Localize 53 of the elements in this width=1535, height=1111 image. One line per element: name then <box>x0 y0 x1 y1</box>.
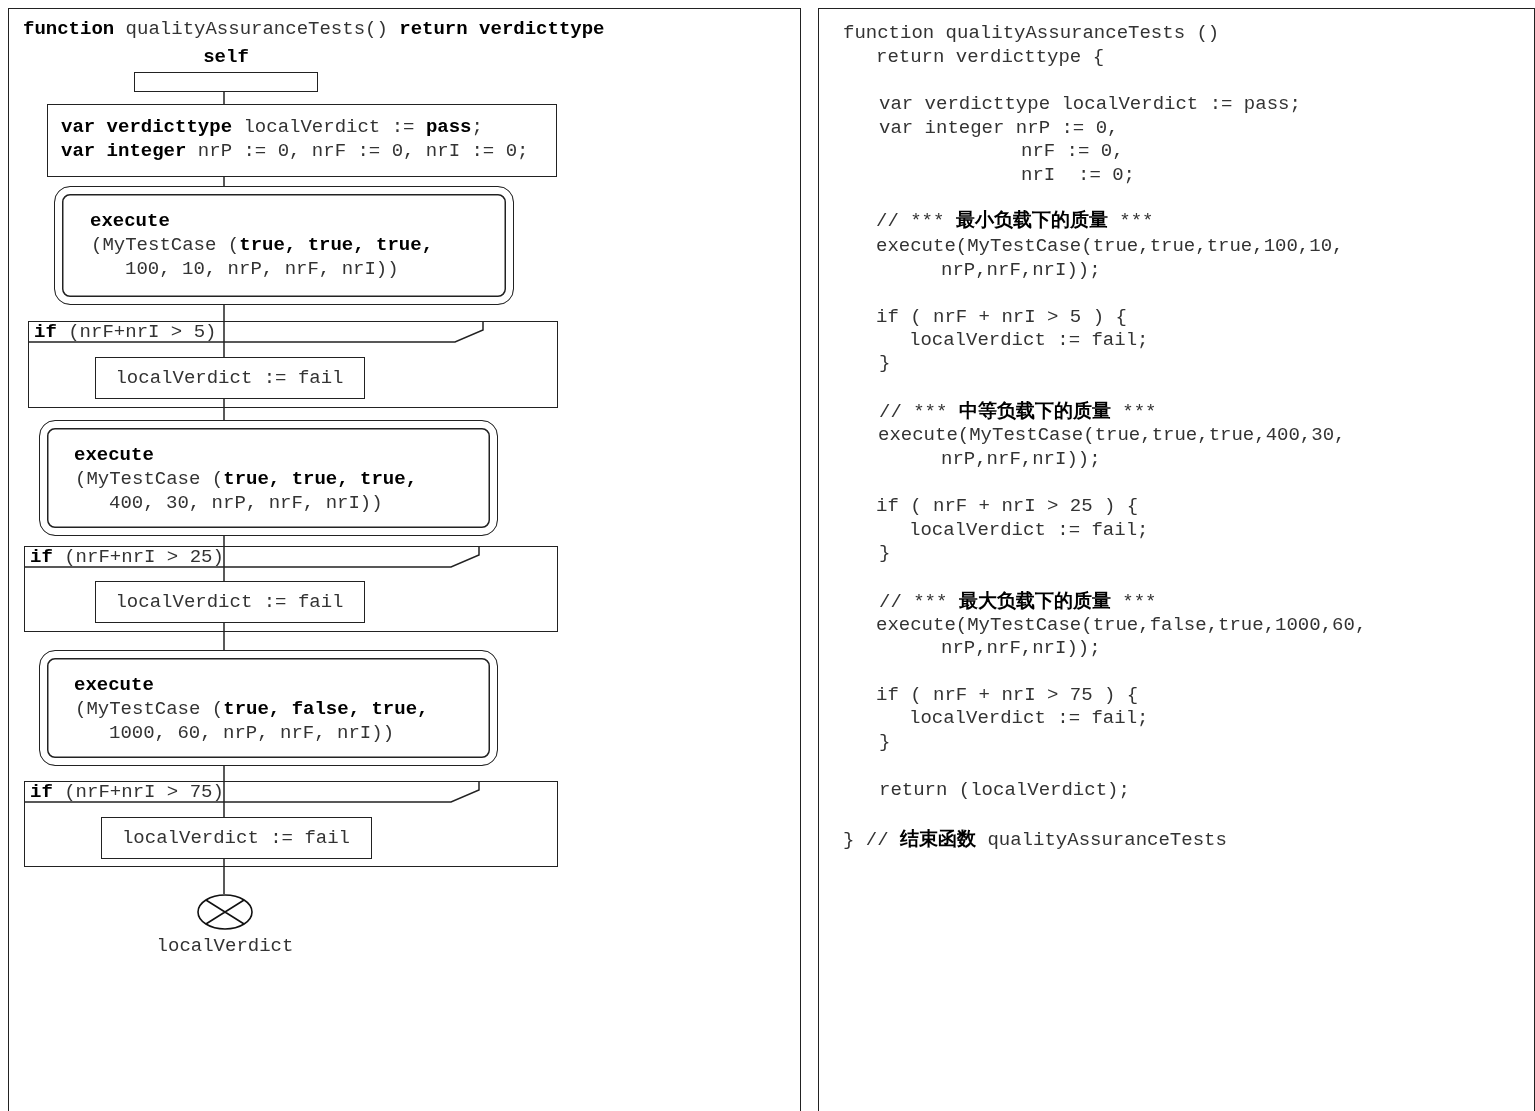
code-line: } <box>879 730 891 754</box>
code-line: // *** 中等负载下的质量 *** <box>879 399 1157 424</box>
code-line: if ( nrF + nrI > 25 ) { <box>876 494 1139 518</box>
connector-line <box>223 398 225 421</box>
connector-line <box>223 176 225 187</box>
stop-label: localVerdict <box>155 934 295 958</box>
condition-label: if (nrF+nrI > 5) <box>34 322 217 342</box>
condition-box <box>24 546 558 632</box>
connector-line <box>223 304 225 358</box>
connector-line <box>223 91 225 105</box>
code-line: nrP,nrF,nrI)); <box>941 447 1101 471</box>
code-panel <box>818 8 1535 1111</box>
code-line: function qualityAssuranceTests () <box>843 21 1220 45</box>
code-line: nrI := 0; <box>1021 163 1136 187</box>
code-line: if ( nrF + nrI > 5 ) { <box>876 305 1127 329</box>
code-line: nrP,nrF,nrI)); <box>941 636 1101 660</box>
frame-heading: function qualityAssuranceTests() return verdicttype <box>23 17 605 41</box>
code-line: execute(MyTestCase(true,true,true,100,10, <box>876 234 1344 258</box>
instance-label: self <box>202 45 250 69</box>
code-line: execute(MyTestCase(true,true,true,400,30, <box>878 423 1346 447</box>
stop-symbol <box>197 894 253 930</box>
connector-line <box>223 765 225 818</box>
action-box: localVerdict := fail <box>95 581 365 623</box>
execute-box: execute (MyTestCase (true, true, true, 400, 30, nrP, nrF, nrI)) <box>39 420 498 536</box>
action-box: localVerdict := fail <box>95 357 365 399</box>
code-line: return verdicttype { <box>876 45 1105 69</box>
condition-label: if (nrF+nrI > 75) <box>30 782 224 802</box>
code-line: localVerdict := fail; <box>909 518 1149 542</box>
code-line: localVerdict := fail; <box>909 328 1149 352</box>
condition-label: if (nrF+nrI > 25) <box>30 547 224 567</box>
code-line: if ( nrF + nrI > 75 ) { <box>876 683 1139 707</box>
condition-box <box>24 781 558 867</box>
declaration-box: var verdicttype localVerdict := pass; var integer nrP := 0, nrF := 0, nrI := 0; <box>47 104 557 177</box>
code-line: nrF := 0, <box>1021 139 1124 163</box>
code-line: // *** 最大负载下的质量 *** <box>879 589 1157 614</box>
code-line: localVerdict := fail; <box>909 706 1149 730</box>
code-line: } <box>879 351 891 375</box>
code-line: nrP,nrF,nrI)); <box>941 258 1101 282</box>
code-line: // *** 最小负载下的质量 *** <box>876 208 1154 233</box>
connector-line <box>223 535 225 582</box>
execute-box: execute (MyTestCase (true, false, true, 1000, 60, nrP, nrF, nrI)) <box>39 650 498 766</box>
connector-line <box>223 858 225 895</box>
execute-box: execute (MyTestCase (true, true, true, 100, 10, nrP, nrF, nrI)) <box>54 186 514 305</box>
code-line: execute(MyTestCase(true,false,true,1000,60, <box>876 613 1367 637</box>
code-line: var integer nrP := 0, <box>879 116 1119 140</box>
function-frame <box>8 8 801 1111</box>
condition-box <box>28 321 558 408</box>
code-line: return (localVerdict); <box>879 778 1130 802</box>
code-line: } // 结束函数 qualityAssuranceTests <box>843 827 1227 852</box>
code-line: } <box>879 541 891 565</box>
action-box: localVerdict := fail <box>101 817 372 859</box>
code-line: var verdicttype localVerdict := pass; <box>879 92 1301 116</box>
connector-line <box>223 622 225 651</box>
